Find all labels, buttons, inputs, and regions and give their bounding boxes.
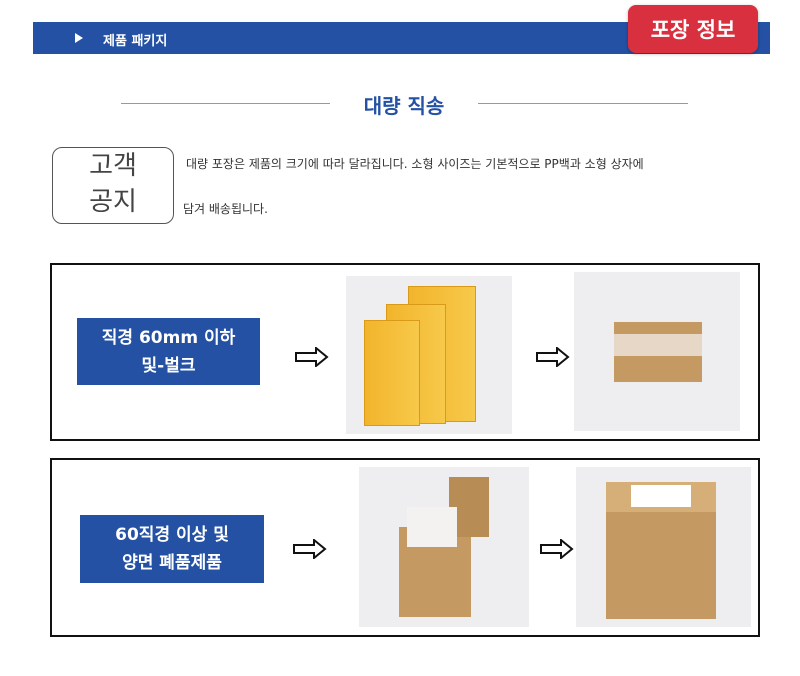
panel-label-line2: 양면 폐품제품 (122, 553, 222, 573)
right-arrow-icon (540, 539, 574, 559)
notice-text-line2: 담겨 배송됩니다. (183, 202, 268, 216)
right-arrow-icon (293, 539, 327, 559)
notice-label-line2: 공지 (89, 187, 137, 217)
panel-label-line2: 및-벌크 (141, 355, 196, 376)
panel-label-line1: 직경 60mm 이하 (101, 327, 236, 348)
page-title: 대량 직송 (363, 94, 445, 118)
open-box-photo (359, 467, 529, 627)
notice-text-line1: 대량 포장은 제품의 크기에 따라 달라집니다. 소형 사이즈는 기본적으로 P… (186, 157, 644, 171)
section-label: 제품 패키지 (103, 34, 168, 49)
packaging-info-badge: 포장 정보 (628, 5, 758, 53)
packaging-panel-large (50, 458, 760, 637)
right-arrow-icon (295, 347, 329, 367)
bubble-mailer-photo (346, 276, 512, 434)
panel-label-small: 직경 60mm 이하 및-벌크 (77, 318, 260, 385)
notice-label-line1: 고객 (89, 151, 137, 181)
panel-label-large: 60직경 이상 및 양면 폐품제품 (80, 515, 264, 583)
divider-left (121, 103, 330, 104)
customer-notice-label: 고객 공지 (52, 147, 174, 224)
right-arrow-icon (536, 347, 570, 367)
divider-right (478, 103, 688, 104)
play-triangle-icon (75, 33, 83, 43)
panel-label-line1: 60직경 이상 및 (115, 525, 229, 545)
packaging-panel-small (50, 263, 760, 441)
small-box-photo (574, 272, 740, 431)
closed-box-photo (576, 467, 751, 627)
